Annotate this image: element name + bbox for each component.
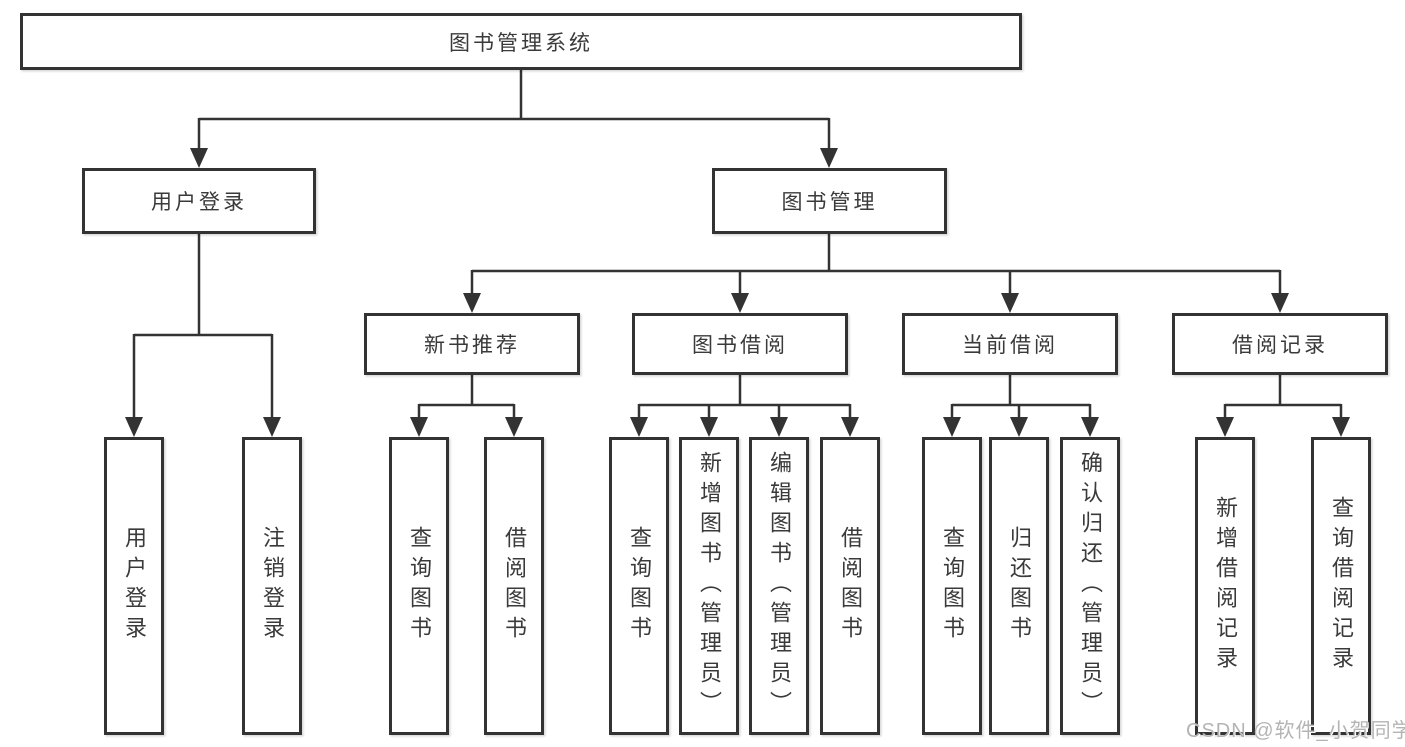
node-user-login: 用户登录 (82, 168, 316, 234)
node-current-borrowing: 当前借阅 (902, 313, 1118, 375)
node-new-book-recommendation: 新书推荐 (364, 313, 580, 375)
node-query-borrow-record: 查询借阅记录 (1311, 437, 1371, 735)
node-query-books-current: 查询图书 (922, 437, 982, 735)
node-user-login-leaf: 用户登录 (104, 437, 164, 735)
arrowhead-icons (125, 148, 1350, 437)
node-book-borrowing: 图书借阅 (632, 313, 848, 375)
node-borrow-books-borrowing: 借阅图书 (820, 437, 880, 735)
node-book-management: 图书管理 (712, 168, 947, 234)
node-borrow-books-recommend: 借阅图书 (484, 437, 544, 735)
node-add-borrow-record: 新增借阅记录 (1195, 437, 1255, 735)
node-confirm-return-admin: 确认归还（管理员） (1060, 437, 1120, 735)
node-add-books-admin: 新增图书（管理员） (679, 437, 739, 735)
node-query-books-recommend: 查询图书 (389, 437, 449, 735)
node-logout: 注销登录 (242, 437, 302, 735)
node-return-books: 归还图书 (989, 437, 1049, 735)
node-borrowing-records: 借阅记录 (1172, 313, 1388, 375)
watermark-text: CSDN @软件_小贺同学 (1186, 720, 1405, 742)
node-library-management-system: 图书管理系统 (20, 13, 1022, 70)
node-edit-books-admin: 编辑图书（管理员） (749, 437, 809, 735)
node-query-books-borrowing: 查询图书 (609, 437, 669, 735)
